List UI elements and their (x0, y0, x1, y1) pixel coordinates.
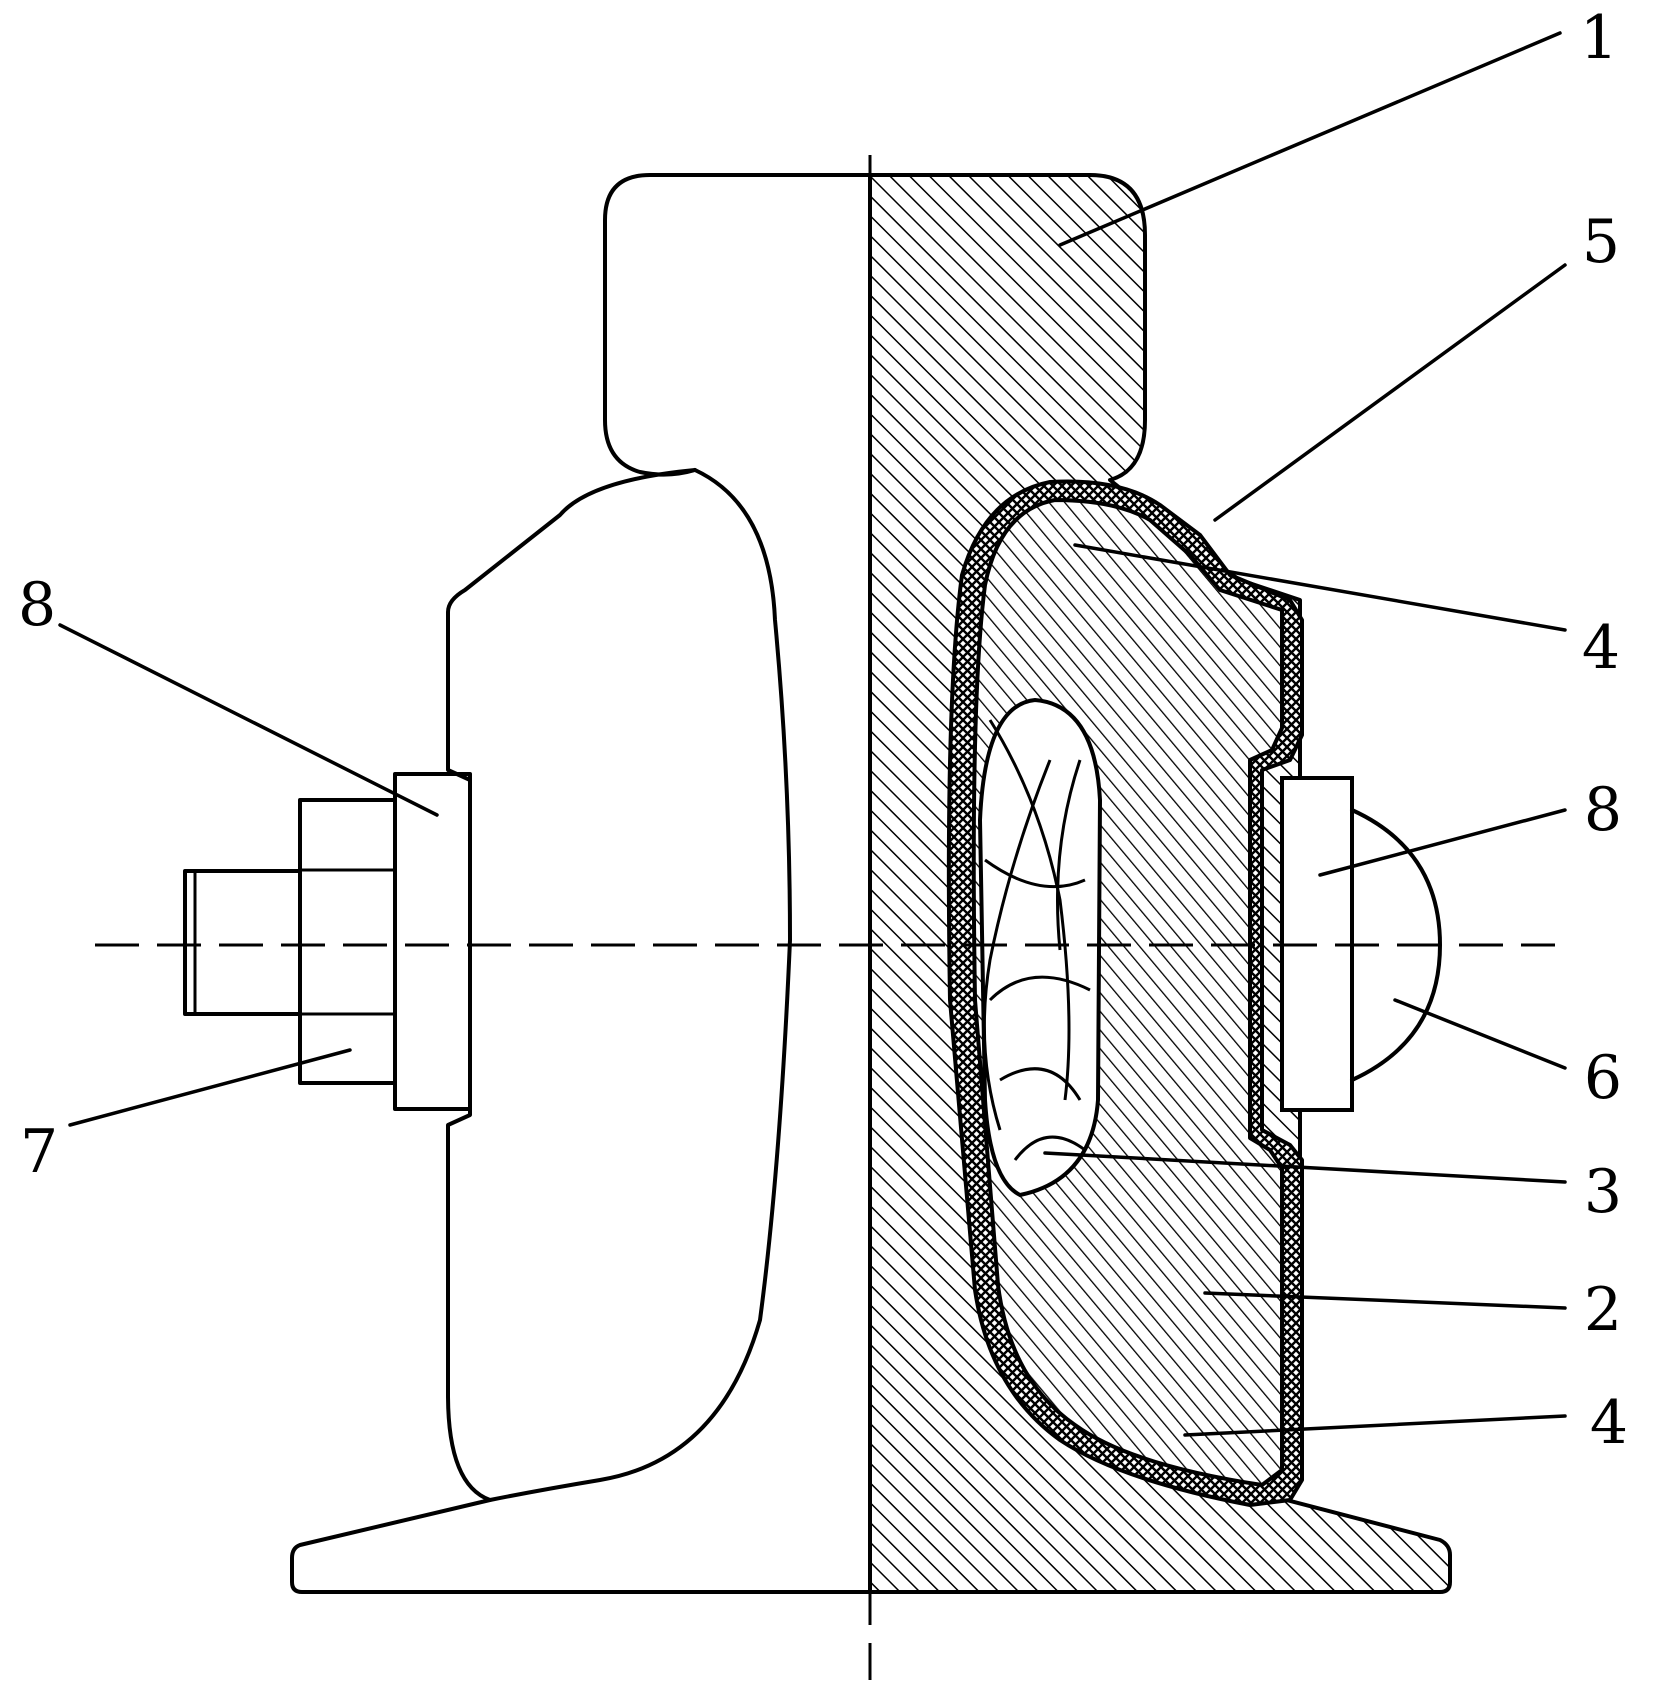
left-fishplate-washer (395, 774, 470, 1109)
label-8-left: 8 (18, 570, 56, 640)
label-3: 3 (1584, 1157, 1622, 1227)
label-7: 7 (20, 1117, 58, 1187)
label-4-lower: 4 (1590, 1388, 1628, 1458)
label-1: 1 (1580, 3, 1618, 73)
bolt-shank (185, 871, 300, 1014)
leader-5 (1215, 265, 1565, 520)
leader-6 (1395, 1000, 1565, 1068)
label-4-upper: 4 (1582, 613, 1620, 683)
label-6: 6 (1584, 1043, 1622, 1113)
label-8-right: 8 (1584, 775, 1622, 845)
leader-8-right (1320, 810, 1565, 875)
left-nut (300, 800, 395, 1083)
leader-8-left (60, 625, 437, 815)
rail-left-web-curve (490, 470, 790, 1500)
rail-left-outline (292, 175, 870, 1592)
label-5: 5 (1582, 207, 1620, 277)
label-2: 2 (1584, 1275, 1622, 1345)
leader-1 (1060, 33, 1560, 245)
leader-7 (70, 1050, 350, 1125)
